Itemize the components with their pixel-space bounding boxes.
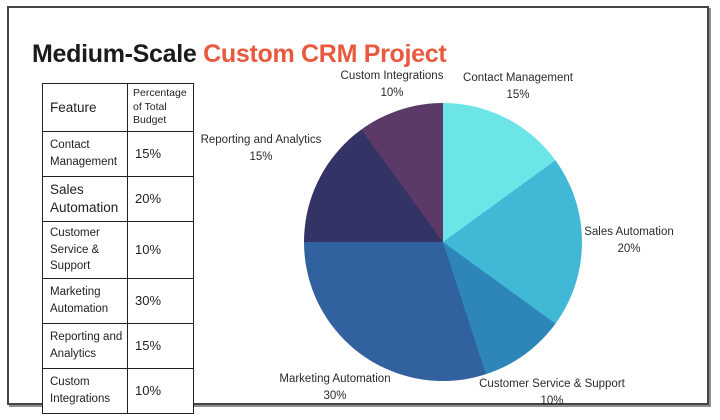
table-row: Sales Automation 20% [42, 175, 194, 222]
table-cell-percentage: 15% [127, 322, 194, 369]
budget-table: Feature Percentage of Total Budget Conta… [42, 83, 194, 414]
table-row: Contact Management 15% [42, 130, 194, 177]
table-cell-feature: Marketing Automation [42, 277, 128, 324]
page-title-highlight: Custom CRM Project [203, 39, 447, 68]
page-title-prefix: Medium-Scale [32, 39, 204, 68]
table-row: Reporting and Analytics 15% [42, 322, 194, 369]
pie-chart [304, 103, 582, 381]
header-percentage: Percentage of Total Budget [127, 83, 194, 132]
table-cell-percentage: 30% [127, 277, 194, 324]
table-cell-percentage: 20% [127, 175, 194, 222]
table-cell-feature: Customer Service & Support [42, 220, 128, 279]
table-cell-feature: Reporting and Analytics [42, 322, 128, 369]
table-cell-percentage: 10% [127, 367, 194, 414]
table-header-row: Feature Percentage of Total Budget [42, 83, 194, 132]
table-row: Marketing Automation 30% [42, 277, 194, 324]
table-row: Customer Service & Support 10% [42, 220, 194, 279]
table-cell-feature: Contact Management [42, 130, 128, 177]
table-cell-feature: Sales Automation [42, 175, 128, 222]
table-cell-percentage: 15% [127, 130, 194, 177]
table-cell-percentage: 10% [127, 220, 194, 279]
page-title: Medium-Scale Custom CRM Project [32, 39, 447, 69]
header-feature: Feature [42, 83, 128, 132]
table-cell-feature: Custom Integrations [42, 367, 128, 414]
table-row: Custom Integrations 10% [42, 367, 194, 414]
